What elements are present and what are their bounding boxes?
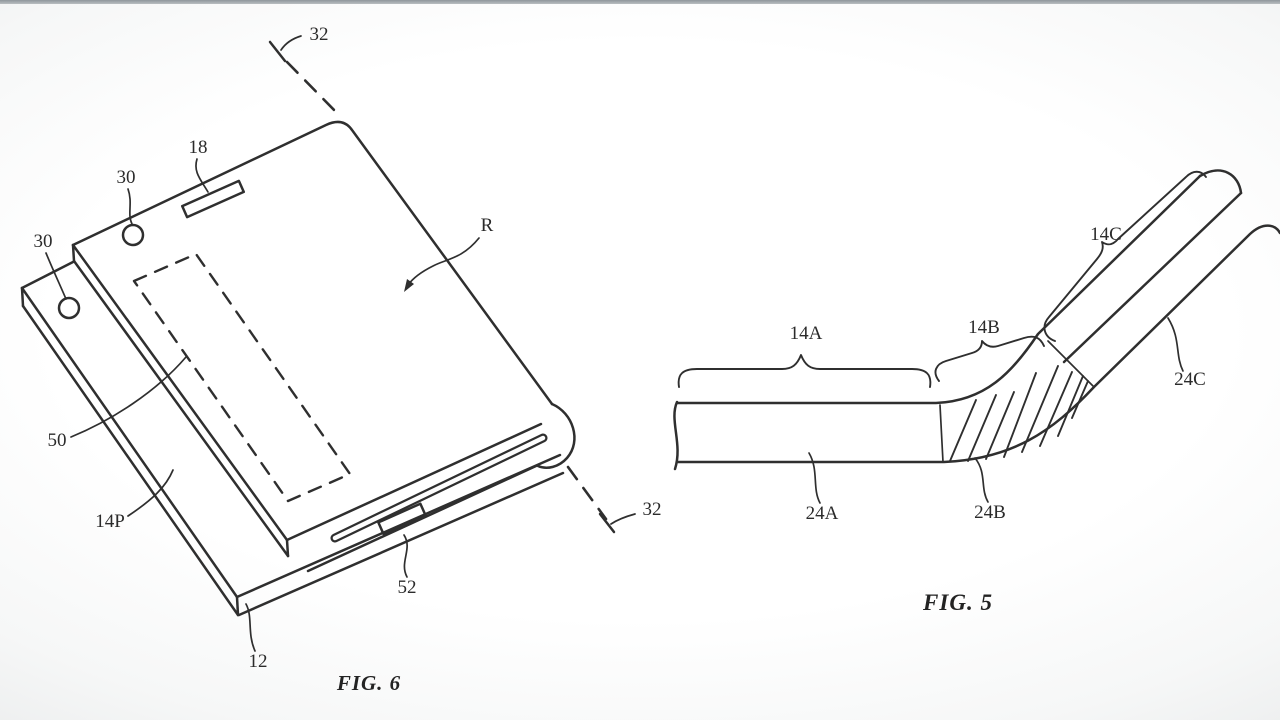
fold-axis-top-leader <box>280 35 302 51</box>
camera-upper-circle <box>121 223 145 247</box>
fold-slot-gap <box>332 435 546 541</box>
flap-corner-edge-top <box>20 286 25 308</box>
leader-panel <box>127 469 174 517</box>
label-32-top: 32 <box>310 24 329 45</box>
camera-lower-circle <box>57 296 81 320</box>
device-face-outline <box>71 120 554 406</box>
fig5-caption: FIG. 5 <box>922 590 993 615</box>
device-face-corner-step <box>71 243 76 263</box>
fold-axis-bottom-leader <box>610 513 636 525</box>
label-30-upper: 30 <box>117 167 136 188</box>
flap-top-edge <box>20 260 75 290</box>
label-14b: 14B <box>968 317 1000 338</box>
device-face-left-edge <box>71 243 289 542</box>
label-24a: 24A <box>806 503 839 524</box>
label-52-port: 52 <box>398 577 417 598</box>
strip-top-edge <box>675 174 1202 405</box>
bend-boundary-right <box>1047 340 1095 388</box>
label-30-lower: 30 <box>34 231 53 252</box>
label-14a: 14A <box>790 323 823 344</box>
brace-segment-c <box>1043 170 1207 342</box>
brace-segment-b <box>934 335 1045 382</box>
strip-end-cap <box>1198 169 1243 195</box>
label-32-bottom: 32 <box>643 499 662 520</box>
strip-bottom-edge <box>675 224 1280 464</box>
leader-camera-upper <box>127 188 133 225</box>
fig6-drawing: 32 18 30 30 R 50 14P 12 52 32 FIG. 6 <box>20 24 662 695</box>
label-12-housing: 12 <box>249 651 268 672</box>
label-14p-panel: 14P <box>95 511 125 532</box>
bend-hatching <box>949 365 1089 462</box>
display-region-dashed-rect <box>132 252 352 503</box>
flap-thickness-line <box>21 304 240 617</box>
fold-axis-top-tick <box>268 40 287 63</box>
bend-boundary-left <box>939 404 944 463</box>
port-rect <box>377 502 427 536</box>
leader-port <box>403 534 408 578</box>
leader-speaker <box>195 158 209 193</box>
label-24c: 24C <box>1174 369 1206 390</box>
speaker-slot-rect <box>180 179 246 219</box>
strip-left-break-edge <box>673 400 679 471</box>
flap-front-top-edge <box>235 453 562 599</box>
label-50-display: 50 <box>48 430 67 451</box>
brace-segment-a <box>677 354 932 388</box>
bend-radius-arrow-curve <box>407 237 480 286</box>
flap-corner-edge-bottom <box>235 595 240 617</box>
flap-left-edge <box>20 286 239 599</box>
bend-radius-arrowhead <box>404 279 414 292</box>
device-face-bottom-edge <box>285 422 543 542</box>
fold-axis-bottom-tick <box>598 512 616 534</box>
leader-layer-b <box>974 457 989 503</box>
leader-layer-c <box>1167 317 1184 372</box>
label-r-bend: R <box>481 215 494 236</box>
leader-camera-lower <box>45 252 67 300</box>
device-face-thickness-line <box>72 259 290 558</box>
top-edge-strip <box>0 0 1280 4</box>
leader-display-region <box>70 356 187 438</box>
leader-housing <box>245 603 256 652</box>
fig5-drawing: 14A 14B 14C 24A 24B 24C FIG. 5 <box>673 169 1280 615</box>
device-face-bottom-corner-edge <box>285 538 290 558</box>
fold-axis-bottom-dashed-line <box>566 465 608 521</box>
flap-front-bottom-edge <box>237 471 565 617</box>
label-14c: 14C <box>1090 224 1122 245</box>
leader-layer-a <box>808 452 821 504</box>
fig6-caption: FIG. 6 <box>336 671 401 695</box>
fold-cap-curve <box>536 402 576 469</box>
fold-axis-top-dashed-line <box>285 60 339 115</box>
strip-crease-edge <box>1062 191 1243 364</box>
label-24b: 24B <box>974 502 1006 523</box>
label-18-speaker: 18 <box>189 137 208 158</box>
